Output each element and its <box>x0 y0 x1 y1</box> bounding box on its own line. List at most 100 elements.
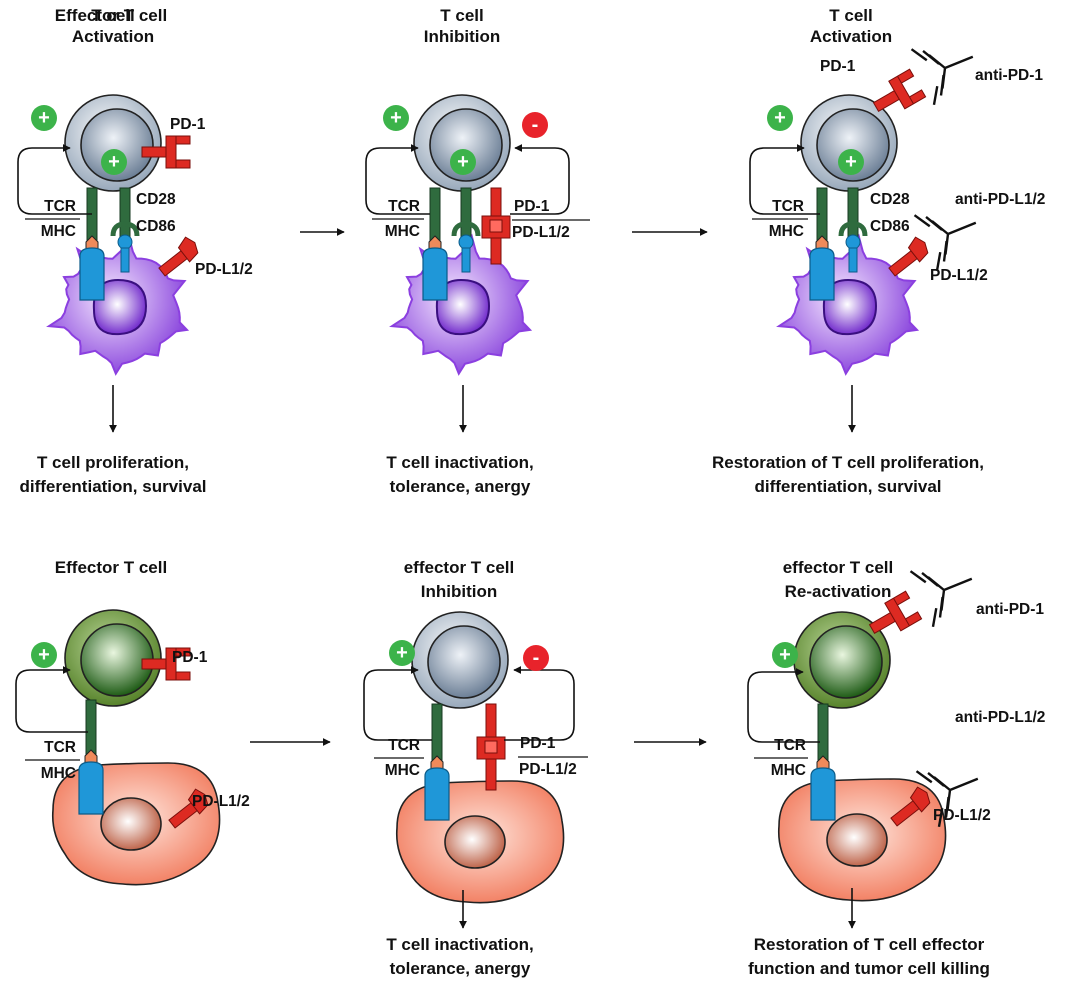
label-mhc: MHC <box>41 765 76 782</box>
label-cd86: CD86 <box>870 218 910 235</box>
label-pdl1: PD-L1/2 <box>192 793 250 810</box>
plus-sign-icon <box>767 105 793 131</box>
pdl1-head <box>177 236 199 263</box>
panel-title: T cell <box>91 6 134 25</box>
panel-outcome: T cell inactivation, <box>386 453 533 472</box>
pdl1-ligand-free <box>168 788 209 829</box>
panel-bottom-middle: effector T cellInhibition+-TCRMHCPD-1PD-… <box>363 558 588 978</box>
panel-title: Effector T cell <box>55 6 167 25</box>
pdl1-ligand-free <box>888 236 929 277</box>
plus-sign: + <box>390 107 402 129</box>
tumor-nucleus <box>444 815 506 869</box>
pdl1-head-bound <box>484 740 498 754</box>
plus-sign: + <box>38 107 50 129</box>
label-tcr: TCR <box>774 737 806 754</box>
label-mhc: MHC <box>771 762 806 779</box>
tumor-nucleus <box>100 797 162 851</box>
plus-sign: + <box>845 151 857 173</box>
cd86-ligand-stalk <box>120 247 130 273</box>
antibody-light-chains <box>925 216 948 262</box>
pdl1-head-bound <box>489 219 503 233</box>
label-anti-pdl1: anti-PD-L1/2 <box>955 191 1045 208</box>
pd1-stalk <box>141 146 167 158</box>
pdl1-head <box>909 786 931 813</box>
anti-pd1-antibody <box>909 570 973 628</box>
pdl1-ligand-free <box>890 786 931 827</box>
plus-sign: + <box>396 642 408 664</box>
panel-title: Activation <box>72 27 154 46</box>
panel-outcome: T cell inactivation, <box>386 935 533 954</box>
pd1-stalk <box>868 611 896 635</box>
panel-outcome: T cell proliferation, <box>37 453 189 472</box>
feedback-arrow-left <box>17 144 92 215</box>
panel-outcome: differentiation, survival <box>19 477 206 496</box>
plus-sign-icon <box>838 149 864 175</box>
label-pdl1: PD-L1/2 <box>195 261 253 278</box>
label-mhc: MHC <box>385 762 420 779</box>
pdl1-ligand-bound <box>490 237 502 265</box>
cd86-ligand-head <box>117 234 133 250</box>
label-pd1: PD-1 <box>820 58 856 75</box>
pd1-fork <box>884 590 923 632</box>
label-cd86: CD86 <box>136 218 176 235</box>
label-pd1: PD-1 <box>170 116 206 133</box>
pd1-receptor-free <box>868 590 923 635</box>
pd1-stalk <box>141 658 167 670</box>
label-anti-pd1: anti-PD-1 <box>976 601 1044 618</box>
cd86-ligand-head <box>458 234 474 250</box>
cd28-receptor <box>847 187 859 239</box>
panel-title: effector T cell <box>404 558 515 577</box>
pdl1-ligand-free <box>158 236 199 277</box>
antibody-arms <box>909 570 973 628</box>
panel-outcome: tolerance, anergy <box>390 959 531 978</box>
feedback-arrow-left <box>747 668 820 743</box>
label-cd28: CD28 <box>136 191 176 208</box>
cd86-ligand-stalk <box>848 247 858 273</box>
pd1-fork <box>165 135 191 169</box>
label-pd1: PD-1 <box>172 649 208 666</box>
label-pd1: PD-1 <box>514 198 550 215</box>
panel-title: effector T cell <box>783 558 894 577</box>
mhc-molecule <box>424 767 450 821</box>
minus-sign-icon <box>522 112 548 138</box>
plus-sign-icon <box>101 149 127 175</box>
plus-sign-icon <box>31 642 57 668</box>
mhc-molecule <box>79 247 105 301</box>
plus-sign-icon <box>450 149 476 175</box>
panel-title: Re-activation <box>785 582 892 601</box>
plus-sign-icon <box>31 105 57 131</box>
cd28-cup <box>110 221 140 237</box>
feedback-arrow-right <box>510 144 570 215</box>
feedback-arrow-left <box>363 666 432 741</box>
label-anti-pd1: anti-PD-1 <box>975 67 1043 84</box>
minus-sign-icon <box>523 645 549 671</box>
t-cell-nucleus <box>429 108 503 182</box>
minus-sign: - <box>532 114 539 136</box>
label-tcr: TCR <box>44 739 76 756</box>
antibody-light-chains <box>922 50 945 96</box>
panel-title: Inhibition <box>424 27 500 46</box>
minus-sign: - <box>533 647 540 669</box>
label-tcr: TCR <box>388 198 420 215</box>
tcr-receptor <box>817 703 829 765</box>
panel-title: Effector T cell <box>55 558 167 577</box>
t-cell-nucleus <box>809 625 883 699</box>
panel-top-left: T cellActivation++PD-1TCRMHCCD28CD86PD-L… <box>17 6 253 496</box>
t-cell-nucleus <box>80 108 154 182</box>
panel-title: Activation <box>810 27 892 46</box>
anti-pd1-antibody <box>910 48 974 106</box>
panel-outcome: Restoration of T cell effector <box>754 935 985 954</box>
plus-sign: + <box>457 151 469 173</box>
pdl1-head <box>187 788 209 815</box>
label-mhc: MHC <box>385 223 420 240</box>
mhc-molecule <box>809 247 835 301</box>
panel-title: T cell <box>440 6 483 25</box>
cd28-receptor <box>119 187 131 239</box>
panel-top-right: T cellActivation++PD-1anti-PD-1TCRMHCCD2… <box>712 6 1045 496</box>
plus-sign: + <box>779 644 791 666</box>
panel-outcome: function and tumor cell killing <box>748 959 990 978</box>
pd1-receptor-bound <box>490 187 502 221</box>
